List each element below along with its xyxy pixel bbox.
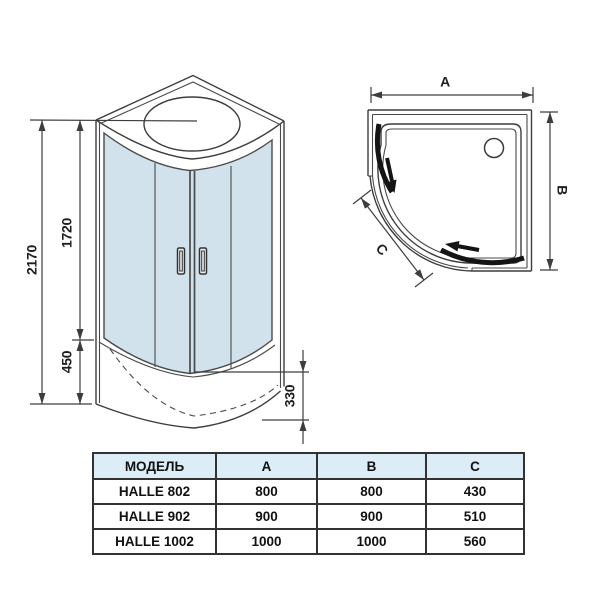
drain-hole — [483, 137, 505, 159]
roof-outer-edge — [95, 74, 285, 122]
dim-label-a: A — [440, 74, 450, 90]
dim-b-cell: 1000 — [316, 528, 427, 555]
table-header-model: МОДЕЛЬ — [92, 452, 217, 480]
tray-outline-outer — [377, 123, 522, 264]
dim-a-cell: 800 — [215, 478, 318, 505]
glass-panels — [103, 131, 273, 375]
sliding-door-bottom — [439, 247, 525, 266]
door-arrow-left — [445, 241, 480, 252]
table-header-row: МОДЕЛЬ A B C — [92, 452, 525, 480]
model-name-cell: HALLE 902 — [92, 503, 217, 530]
ref-line-top — [29, 119, 198, 122]
dim-label-1720: 1720 — [59, 218, 75, 248]
table-row: HALLE 802 800 800 430 — [92, 478, 525, 505]
model-name-cell: HALLE 1002 — [92, 528, 217, 555]
dim-line-c — [360, 197, 425, 281]
dim-a-cell: 1000 — [215, 528, 318, 555]
dim-c-cell: 510 — [425, 503, 525, 530]
roof-front-rim — [95, 119, 285, 160]
dimensions-table: МОДЕЛЬ A B C HALLE 802 800 800 430 HALLE… — [92, 452, 525, 555]
dim-label-2170: 2170 — [24, 245, 40, 275]
dim-c-cell: 430 — [425, 478, 525, 505]
top-view-walls — [367, 109, 533, 272]
door-handle-right — [198, 247, 208, 275]
door-arrow-down — [385, 157, 397, 193]
dim-c-cell: 560 — [425, 528, 525, 555]
dim-b-cell: 900 — [316, 503, 427, 530]
roof-inner-edge — [101, 81, 280, 125]
table-row: HALLE 1002 1000 1000 560 — [92, 528, 525, 555]
door-handle-left — [176, 247, 186, 275]
dim-b-cell: 800 — [316, 478, 427, 505]
dim-label-330: 330 — [282, 384, 298, 407]
table-header-c: C — [425, 452, 525, 480]
dim-label-b: B — [554, 185, 570, 195]
dim-label-450: 450 — [59, 350, 75, 373]
tray-apron-bottom — [95, 390, 281, 429]
dim-c-ext-top — [352, 189, 372, 205]
model-name-cell: HALLE 802 — [92, 478, 217, 505]
table-header-a: A — [215, 452, 318, 480]
table-row: HALLE 902 900 900 510 — [92, 503, 525, 530]
dim-label-c: C — [373, 240, 392, 258]
tray-top-rim — [98, 341, 276, 378]
dim-a-cell: 900 — [215, 503, 318, 530]
roof-dome — [143, 96, 241, 152]
tray-outline-inner — [382, 128, 517, 259]
table-header-b: B — [316, 452, 427, 480]
tray-inner-dashed — [109, 348, 279, 417]
sliding-door-left — [374, 123, 395, 194]
